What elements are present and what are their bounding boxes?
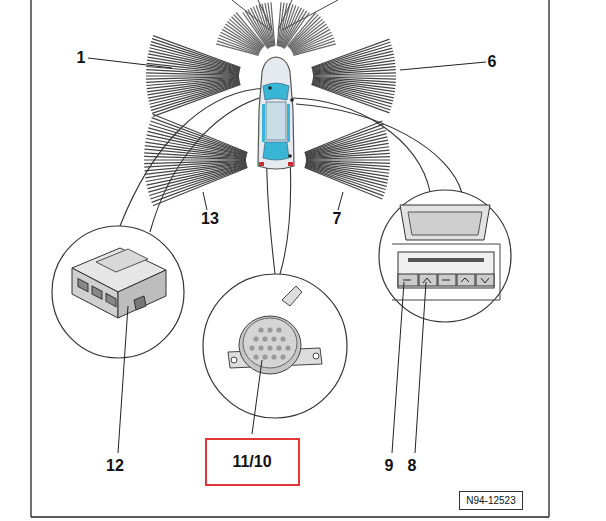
sensor-field: [305, 121, 390, 199]
callout-number: 6: [488, 54, 497, 70]
buzzer-hole: [280, 336, 285, 341]
field-stroke: [305, 167, 384, 196]
radio-switch-detail: [379, 190, 511, 322]
buzzer-hole: [285, 345, 290, 350]
field-stroke: [292, 29, 330, 51]
field-stroke: [306, 153, 390, 158]
figure-number: N94-12523: [466, 495, 515, 506]
field-stroke: [147, 164, 247, 185]
field-stroke: [313, 73, 396, 75]
sensor-fields: [144, 2, 396, 205]
field-stroke: [305, 166, 386, 190]
buzzer-hole: [253, 336, 258, 341]
field-stroke: [311, 85, 389, 113]
field-stroke: [149, 124, 247, 154]
field-stroke: [305, 167, 383, 198]
callout-number: 1: [77, 50, 86, 66]
field-stroke: [152, 118, 248, 153]
field-stroke: [144, 161, 246, 164]
field-stroke: [146, 77, 239, 79]
frame: [31, 0, 549, 517]
sensor-field: [146, 36, 241, 117]
field-stroke: [146, 75, 239, 76]
field-stroke: [305, 165, 386, 186]
callout-number: 8: [408, 458, 417, 474]
buzzer-hole: [267, 327, 272, 332]
highlight-box: 11/10: [205, 438, 300, 486]
field-stroke: [293, 44, 336, 55]
field-stroke: [150, 45, 240, 70]
buzzer-hole: [262, 354, 267, 359]
sensor-field: [288, 13, 336, 56]
buzzer-hole: [271, 354, 276, 359]
field-stroke: [144, 159, 246, 160]
buzzer-hole: [267, 345, 272, 350]
field-stroke: [305, 121, 383, 152]
buzzer-hole: [249, 345, 254, 350]
buzzer-hole: [276, 327, 281, 332]
field-stroke: [271, 2, 275, 46]
buzzer-hole: [258, 327, 263, 332]
buzzer-hole: [271, 336, 276, 341]
buzzer-hole: [276, 345, 281, 350]
field-stroke: [293, 41, 335, 55]
callout-leaders: [88, 58, 486, 453]
callout-number: 12: [106, 458, 124, 474]
figure-number-box: N94-12523: [459, 491, 523, 510]
field-stroke: [306, 157, 390, 160]
car-top-view: [258, 57, 294, 169]
field-stroke: [146, 77, 239, 82]
control-unit-detail: [52, 226, 184, 358]
callout-number: 13: [201, 211, 219, 227]
field-stroke: [305, 166, 385, 192]
buzzer-hole: [253, 354, 258, 359]
field-stroke: [150, 121, 247, 154]
field-stroke: [312, 82, 392, 103]
field-stroke: [150, 166, 247, 199]
field-stroke: [312, 84, 391, 110]
buzzer-detail: [203, 274, 347, 418]
buzzer-hole: [262, 336, 267, 341]
field-stroke: [306, 159, 390, 160]
field-stroke: [152, 39, 240, 68]
field-stroke: [149, 51, 240, 71]
field-stroke: [145, 163, 246, 178]
top-leader-lines: [232, 0, 338, 30]
field-stroke: [144, 161, 246, 167]
field-stroke: [312, 83, 392, 107]
field-stroke: [153, 36, 240, 68]
sensor-field: [144, 114, 247, 205]
buzzer-hole: [258, 345, 263, 350]
field-stroke: [151, 42, 240, 69]
field-stroke: [313, 75, 396, 76]
field-stroke: [153, 114, 248, 152]
field-stroke: [313, 70, 396, 75]
buzzer-hole: [280, 354, 285, 359]
callout-number: 11/10: [232, 453, 271, 471]
callout-number: 7: [333, 211, 342, 227]
callout-number: 9: [385, 458, 394, 474]
